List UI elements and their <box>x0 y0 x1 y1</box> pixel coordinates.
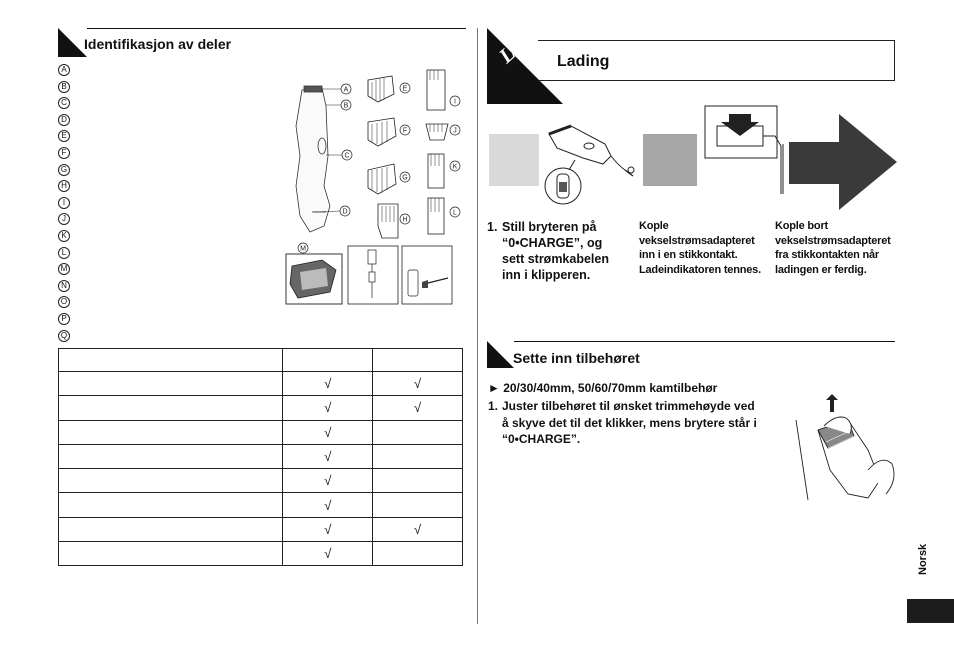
callout-k: K <box>453 164 458 171</box>
callout-h: H <box>402 217 407 224</box>
table-row: √√ <box>57 516 463 543</box>
letter-o: O <box>58 296 70 309</box>
header-cell <box>57 348 284 372</box>
instruction-line1: Juster tilbehøret til ønsket trimmehøyde… <box>502 399 755 413</box>
callout-j: J <box>453 128 457 135</box>
letter-k: K <box>58 229 70 242</box>
step-3-text: Kople bort vekselstrømsadapteret fra sti… <box>775 220 891 276</box>
callout-d: D <box>342 209 347 216</box>
check-cell: √ <box>372 395 463 421</box>
check-cell: √ <box>282 492 374 518</box>
letter-g: G <box>58 163 70 176</box>
parts-table: √√ √√ √ √ √ √ √√ √ <box>57 348 463 567</box>
callout-g: G <box>402 175 407 182</box>
step-1-number: 1. <box>487 220 498 234</box>
clipper-illustration <box>295 85 331 233</box>
letter-m: M <box>58 263 70 276</box>
letter-n: N <box>58 279 70 292</box>
parts-section-header: Identifikasjon av deler <box>58 28 466 57</box>
callout-f: F <box>403 128 407 135</box>
letter-q: Q <box>58 329 70 342</box>
table-row: √ <box>57 419 463 445</box>
letter-c: C <box>58 97 70 110</box>
callout-a: A <box>344 87 349 94</box>
letter-l: L <box>58 246 70 259</box>
letter-b: B <box>58 80 70 93</box>
table-row: √√ <box>57 395 463 421</box>
check-cell <box>372 468 463 494</box>
callout-m: M <box>300 246 306 253</box>
check-cell: √ <box>282 419 374 445</box>
check-cell <box>372 419 463 445</box>
attachment-section-title: Sette inn tilbehøret <box>513 350 640 366</box>
step3-arrow-icon <box>789 114 897 210</box>
check-cell: √ <box>372 516 463 543</box>
table-row: √ <box>57 541 463 567</box>
step2-gray-box <box>643 134 697 186</box>
callout-b: B <box>344 103 349 110</box>
parts-section-title: Identifikasjon av deler <box>84 36 232 52</box>
parts-letter-list: A B C D E F G H I J K L M N O P Q <box>58 64 72 346</box>
callout-i: I <box>454 99 456 106</box>
column-divider <box>477 28 478 624</box>
check-cell: √ <box>282 541 374 567</box>
header-cell <box>372 348 463 372</box>
check-cell: √ <box>282 370 374 397</box>
check-cell <box>372 443 463 470</box>
table-row: √√ <box>57 370 463 397</box>
letter-j: J <box>58 213 70 226</box>
letter-f: F <box>58 146 70 159</box>
letter-e: E <box>58 130 70 143</box>
letter-p: P <box>58 312 70 325</box>
charging-steps-illustration <box>487 104 899 214</box>
letter-d: D <box>58 113 70 126</box>
table-header-row <box>57 348 463 372</box>
language-label: Norsk <box>917 543 929 575</box>
attachment-instruction: 1.Juster tilbehøret til ønsket trimmehøy… <box>488 398 788 448</box>
table-row: √ <box>57 443 463 470</box>
instruction-number: 1. <box>488 399 499 413</box>
letter-a: A <box>58 64 70 76</box>
check-cell: √ <box>282 395 374 421</box>
letter-i: I <box>58 196 70 209</box>
attachment-section-header: Sette inn tilbehøret <box>487 341 895 368</box>
step-1-text: 1. Still bryteren på “0•CHARGE”, og sett … <box>487 219 627 283</box>
step-1-line1: Still bryteren på <box>502 220 597 234</box>
header-corner-triangle <box>487 341 514 368</box>
check-cell: √ <box>282 516 374 543</box>
step1-gray-box <box>489 134 539 186</box>
check-cell <box>372 492 463 518</box>
table-row: √ <box>57 492 463 518</box>
check-cell: √ <box>282 468 374 494</box>
check-cell: √ <box>372 370 463 397</box>
step-1-rest: “0•CHARGE”, og sett strømkabelen inn i k… <box>502 236 609 282</box>
lading-title: Lading <box>557 53 610 70</box>
step-2-text: Kople vekselstrømsadapteret inn i en sti… <box>639 220 761 276</box>
header-cell <box>282 348 374 372</box>
header-rule <box>514 341 895 342</box>
lading-header-box <box>538 40 895 81</box>
check-cell <box>372 541 463 567</box>
table-row: √ <box>57 468 463 494</box>
comb-attachments <box>367 69 449 239</box>
attaching-comb-illustration <box>788 390 898 502</box>
up-arrow-icon <box>826 394 838 412</box>
header-corner-triangle <box>58 28 87 57</box>
callout-l: L <box>453 210 457 217</box>
language-tab-block <box>907 599 954 623</box>
header-rule <box>87 28 466 29</box>
callout-c: C <box>344 153 349 160</box>
instruction-rest: å skyve det til det klikker, mens bryter… <box>502 415 757 447</box>
callout-e: E <box>403 86 408 93</box>
comb-attachment-line: ► 20/30/40mm, 50/60/70mm kamtilbehør <box>488 381 718 395</box>
letter-h: H <box>58 180 70 193</box>
parts-diagram: A B C D E F G H I J K L M N O P Q <box>282 66 466 340</box>
check-cell: √ <box>282 443 374 470</box>
